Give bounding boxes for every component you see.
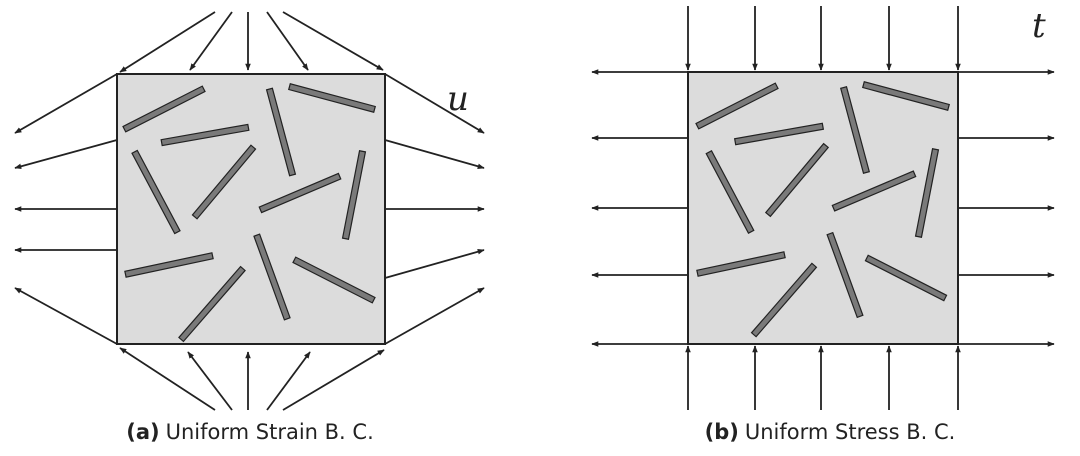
arrow-right	[384, 287, 485, 345]
displacement-label: u	[447, 79, 469, 119]
fiber	[705, 150, 755, 234]
arrow-top	[119, 11, 216, 73]
fiber	[914, 148, 940, 238]
fiber	[695, 82, 779, 130]
caption-text: Uniform Strain B. C.	[165, 420, 374, 444]
fiber	[831, 170, 917, 212]
fiber	[122, 85, 206, 133]
arrow-right	[384, 73, 485, 134]
fiber	[131, 149, 181, 235]
caption-text: Uniform Stress B. C.	[744, 420, 956, 444]
caption-tag: (b)	[704, 420, 739, 444]
fiber	[287, 82, 377, 114]
arrow-right	[384, 139, 485, 169]
arrow-top	[282, 11, 384, 71]
fiber	[733, 122, 825, 146]
arrow-bottom	[119, 347, 216, 411]
fiber	[750, 262, 818, 338]
fiber	[178, 265, 246, 343]
panel-a-strain: u	[14, 11, 485, 411]
traction-label: t	[1032, 6, 1046, 46]
arrow-bottom	[282, 349, 385, 411]
fiber	[861, 80, 951, 112]
fiber	[292, 256, 376, 304]
fiber	[258, 172, 342, 214]
fiber	[764, 142, 830, 218]
arrow-left	[14, 287, 118, 345]
fiber-inclusions	[695, 80, 951, 338]
caption-tag: (a)	[126, 420, 160, 444]
arrow-top	[189, 11, 233, 71]
fiber	[696, 251, 786, 277]
fiber	[826, 231, 864, 319]
fiber	[191, 144, 257, 220]
fiber	[253, 233, 291, 321]
caption-panel-b: (b)Uniform Stress B. C.	[665, 420, 995, 450]
caption-panel-a: (a)Uniform Strain B. C.	[100, 420, 400, 450]
fiber	[160, 123, 250, 147]
fiber	[124, 252, 214, 278]
fiber-inclusions	[122, 82, 377, 343]
arrow-top	[266, 11, 309, 71]
arrow-right	[384, 249, 485, 279]
arrow-left	[14, 139, 118, 170]
displacement-arrows	[14, 11, 485, 411]
arrow-bottom	[266, 351, 311, 411]
fiber	[341, 150, 367, 240]
arrow-bottom	[187, 351, 233, 411]
representative-volume-element	[687, 71, 959, 345]
fiber	[864, 254, 948, 302]
fiber	[839, 85, 871, 175]
panel-b-stress: t	[591, 6, 1055, 410]
fiber	[265, 87, 297, 177]
arrow-left	[14, 73, 118, 134]
traction-arrows	[591, 6, 1055, 410]
